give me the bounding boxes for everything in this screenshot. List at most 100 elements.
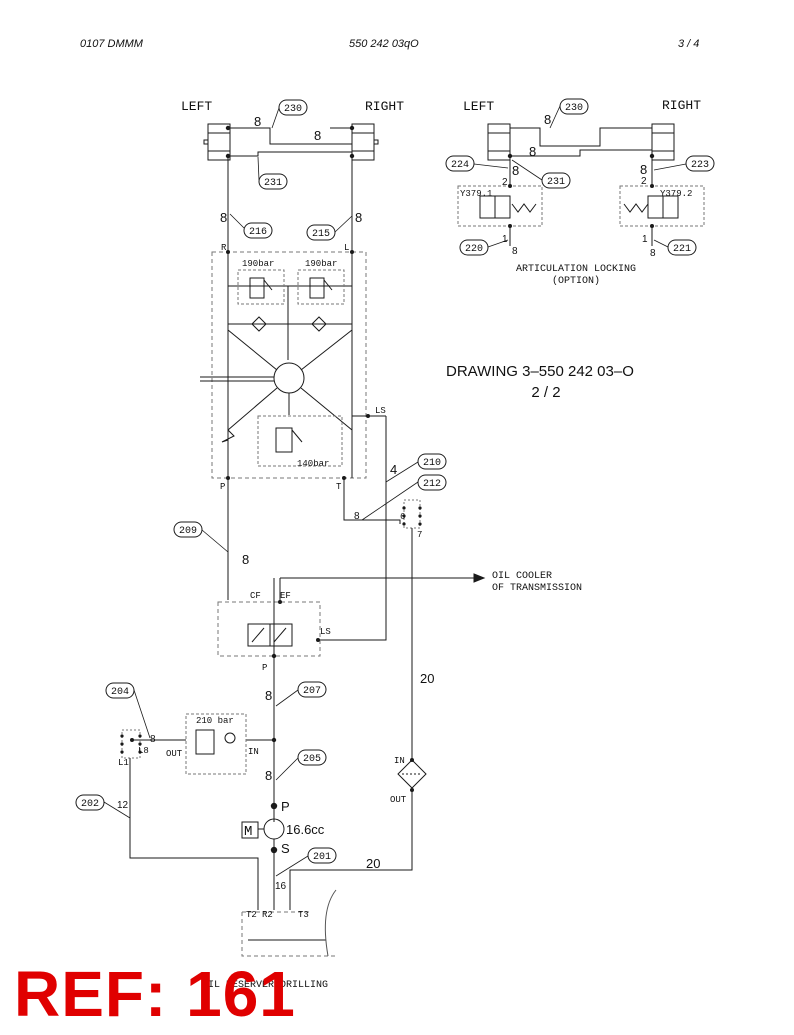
header-page: 3 / 4: [678, 38, 700, 50]
port-label: IN: [394, 756, 405, 766]
line-size: 8: [529, 144, 536, 159]
port-label: L8: [138, 746, 149, 756]
port-label: L1: [118, 758, 129, 768]
port-label: 7: [417, 530, 422, 540]
solenoid-label: Y379.1: [460, 189, 492, 199]
port-number: 2: [502, 177, 508, 188]
callout-202: 202: [81, 799, 99, 810]
solenoid-label: Y379.2: [660, 189, 692, 199]
cylinder-crossover-line: [230, 151, 353, 157]
motor-label: M: [244, 824, 252, 840]
callout-216: 216: [249, 227, 267, 238]
line-210: [318, 416, 387, 641]
port-number: 1: [502, 234, 508, 245]
artic-left-label: LEFT: [463, 99, 494, 114]
port-label: R: [221, 243, 227, 253]
left-steering-cylinder: [203, 123, 258, 161]
port-label: T: [336, 482, 342, 492]
relief-valve-140: [257, 415, 343, 467]
callout-230: 230: [284, 104, 302, 115]
callout-231b: 231: [547, 177, 565, 188]
tank-port-label: T2: [246, 910, 257, 920]
header-center: 550 242 03qO: [349, 38, 419, 50]
drawing-title: DRAWING 3–550 242 03–O: [446, 363, 634, 380]
line-size: 8: [242, 552, 249, 567]
port-label: LS: [375, 406, 386, 416]
relief-valve-190-left: [237, 269, 285, 305]
artic-left-cylinder: [487, 123, 511, 161]
solenoid-valve-y379-2: [619, 185, 705, 227]
relief-label: 190bar: [305, 259, 337, 269]
port-label: L: [344, 243, 349, 253]
tank-return-line: [343, 478, 401, 524]
callout-231: 231: [264, 178, 282, 189]
port-label: OUT: [166, 749, 183, 759]
junction-block: [403, 499, 421, 529]
oil-cooler-note: OIL COOLER: [492, 571, 552, 582]
line-size: 8: [650, 248, 656, 259]
relief-valve-210: [185, 713, 247, 775]
line-size: 8: [314, 128, 321, 143]
artic-right-label: RIGHT: [662, 98, 701, 113]
pump-port-p: P: [281, 799, 290, 814]
line-size: 8: [355, 210, 362, 225]
line-size: 8: [512, 246, 518, 257]
tank-port-label: R2: [262, 910, 273, 920]
line-size: 4: [390, 462, 397, 477]
header-left: 0107 DMMM: [80, 38, 143, 50]
callout-220: 220: [465, 244, 483, 255]
relief-label: 190bar: [242, 259, 274, 269]
line-size: 20: [420, 671, 434, 686]
check-valve-left: [251, 316, 267, 332]
steering-motor-circle: [273, 362, 305, 394]
relief-label: 140bar: [297, 459, 329, 469]
drawing-subtitle: 2 / 2: [531, 384, 560, 401]
priority-spool: [247, 623, 293, 647]
right-steering-cylinder: [330, 123, 379, 161]
port-number: 2: [641, 176, 647, 187]
callout-221: 221: [673, 244, 691, 255]
articulation-note: ARTICULATION LOCKING: [516, 264, 636, 275]
steering-unit-box: [211, 251, 367, 479]
callout-205: 205: [303, 754, 321, 765]
callout-215: 215: [312, 229, 330, 240]
line-size: 8: [640, 162, 647, 177]
port-label: EF: [280, 591, 291, 601]
callout-230b: 230: [565, 103, 583, 114]
relief-label: 210 bar: [196, 716, 234, 726]
tank-port-label: T3: [298, 910, 309, 920]
callout-204: 204: [111, 687, 129, 698]
callout-207: 207: [303, 686, 321, 697]
articulation-note: (OPTION): [552, 275, 600, 287]
reservoir-note: OIL RESERVER DRILLING: [202, 980, 328, 991]
line-size: 8: [265, 688, 272, 703]
callout-223: 223: [691, 160, 709, 171]
line-size: 8: [265, 768, 272, 783]
line-size: 20: [366, 856, 380, 871]
cylinder-crossover-line: [230, 127, 352, 145]
priority-valve-box: [217, 601, 321, 657]
pump-displacement: 16.6cc: [286, 822, 325, 837]
line-size: 8: [354, 511, 360, 522]
line-size: 8: [254, 114, 261, 129]
line-size: 8: [220, 210, 227, 225]
line-size: 16: [275, 881, 287, 892]
oil-reservoir: [241, 911, 336, 957]
port-label: OUT: [390, 795, 407, 805]
callout-209: 209: [179, 526, 197, 537]
motor-box: [241, 821, 259, 839]
callout-212: 212: [423, 479, 441, 490]
line-size: 8: [544, 112, 551, 127]
port-label: CF: [250, 591, 261, 601]
line-20-return: [289, 790, 413, 910]
callout-201: 201: [313, 852, 331, 863]
callout-224: 224: [451, 160, 469, 171]
port-label: 6: [400, 512, 405, 522]
line-size: 12: [117, 800, 129, 811]
line-size: 8: [150, 734, 156, 745]
line-202: [129, 758, 259, 910]
check-valve-right: [311, 316, 327, 332]
reference-watermark: REF: 161: [14, 958, 296, 1030]
port-label: P: [220, 482, 225, 492]
